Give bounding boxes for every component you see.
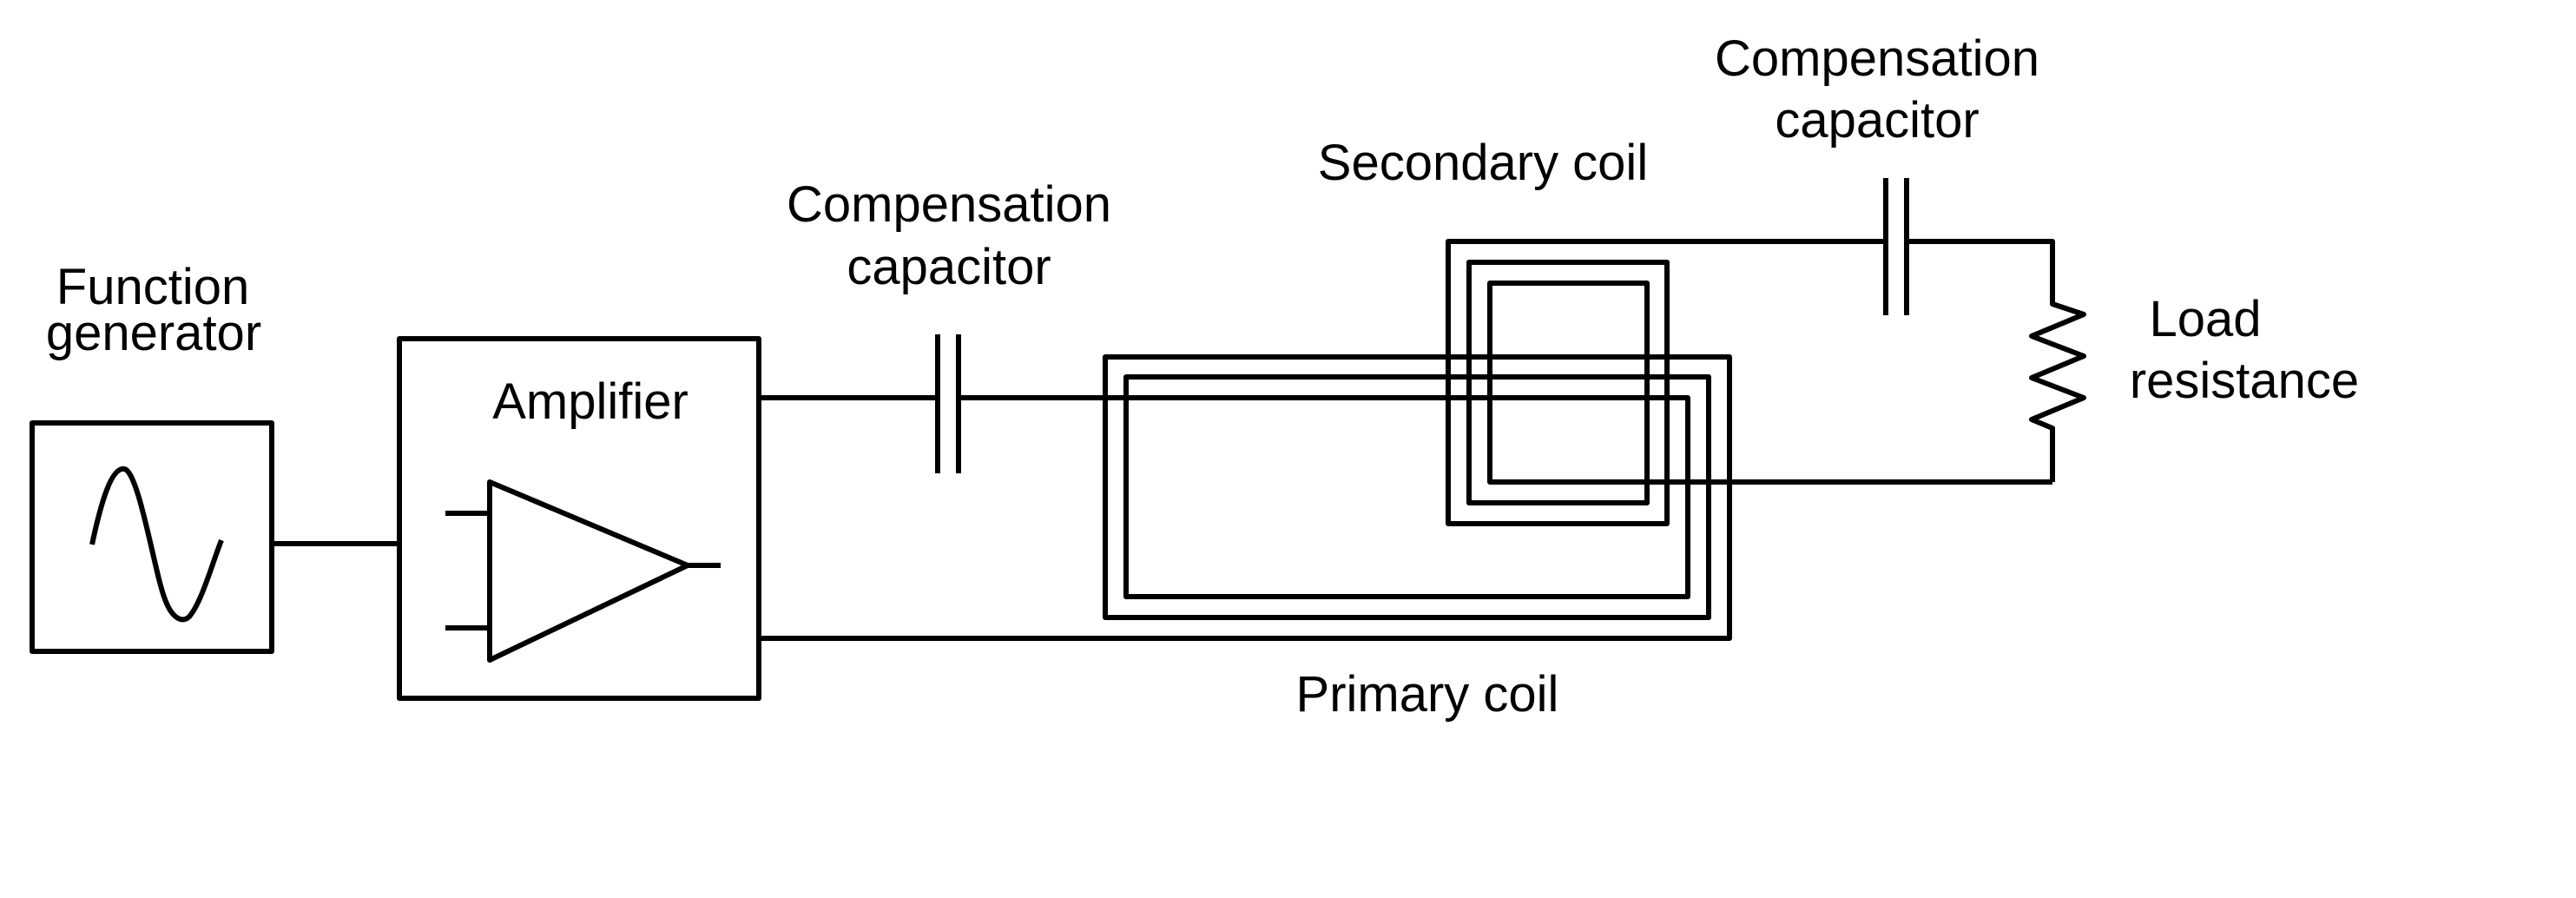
op-amp-triangle-icon: [487, 479, 690, 663]
function-generator-label-line1: Function: [56, 259, 249, 315]
secondary-capacitor-label-line2: capacitor: [1775, 92, 1979, 149]
primary-compensation-capacitor: Compensation capacitor: [787, 176, 1111, 473]
resistor-zigzag-icon: [1907, 239, 2086, 482]
secondary-coil-label: Secondary coil: [1318, 135, 1648, 191]
load-resistance: Load resistance: [1907, 239, 2359, 482]
sine-wave-icon: [89, 466, 224, 623]
load-label-line1: Load: [2149, 291, 2261, 347]
amplifier: Amplifier: [397, 336, 761, 701]
amplifier-box: [397, 336, 761, 701]
primary-coil: [759, 354, 1732, 641]
function-generator-box: [30, 420, 274, 654]
secondary-capacitor-label-line1: Compensation: [1715, 30, 2039, 87]
secondary-coil: [1446, 239, 2052, 526]
function-generator-label-line2: generator: [46, 305, 261, 361]
primary-capacitor-label-line1: Compensation: [787, 176, 1111, 233]
primary-coil-label: Primary coil: [1296, 666, 1559, 723]
amplifier-label: Amplifier: [492, 373, 688, 430]
load-label-line2: resistance: [2130, 353, 2359, 409]
primary-capacitor-label-line2: capacitor: [847, 239, 1051, 295]
function-generator: Function generator: [30, 259, 274, 654]
secondary-compensation-capacitor: Compensation capacitor: [1715, 30, 2039, 315]
